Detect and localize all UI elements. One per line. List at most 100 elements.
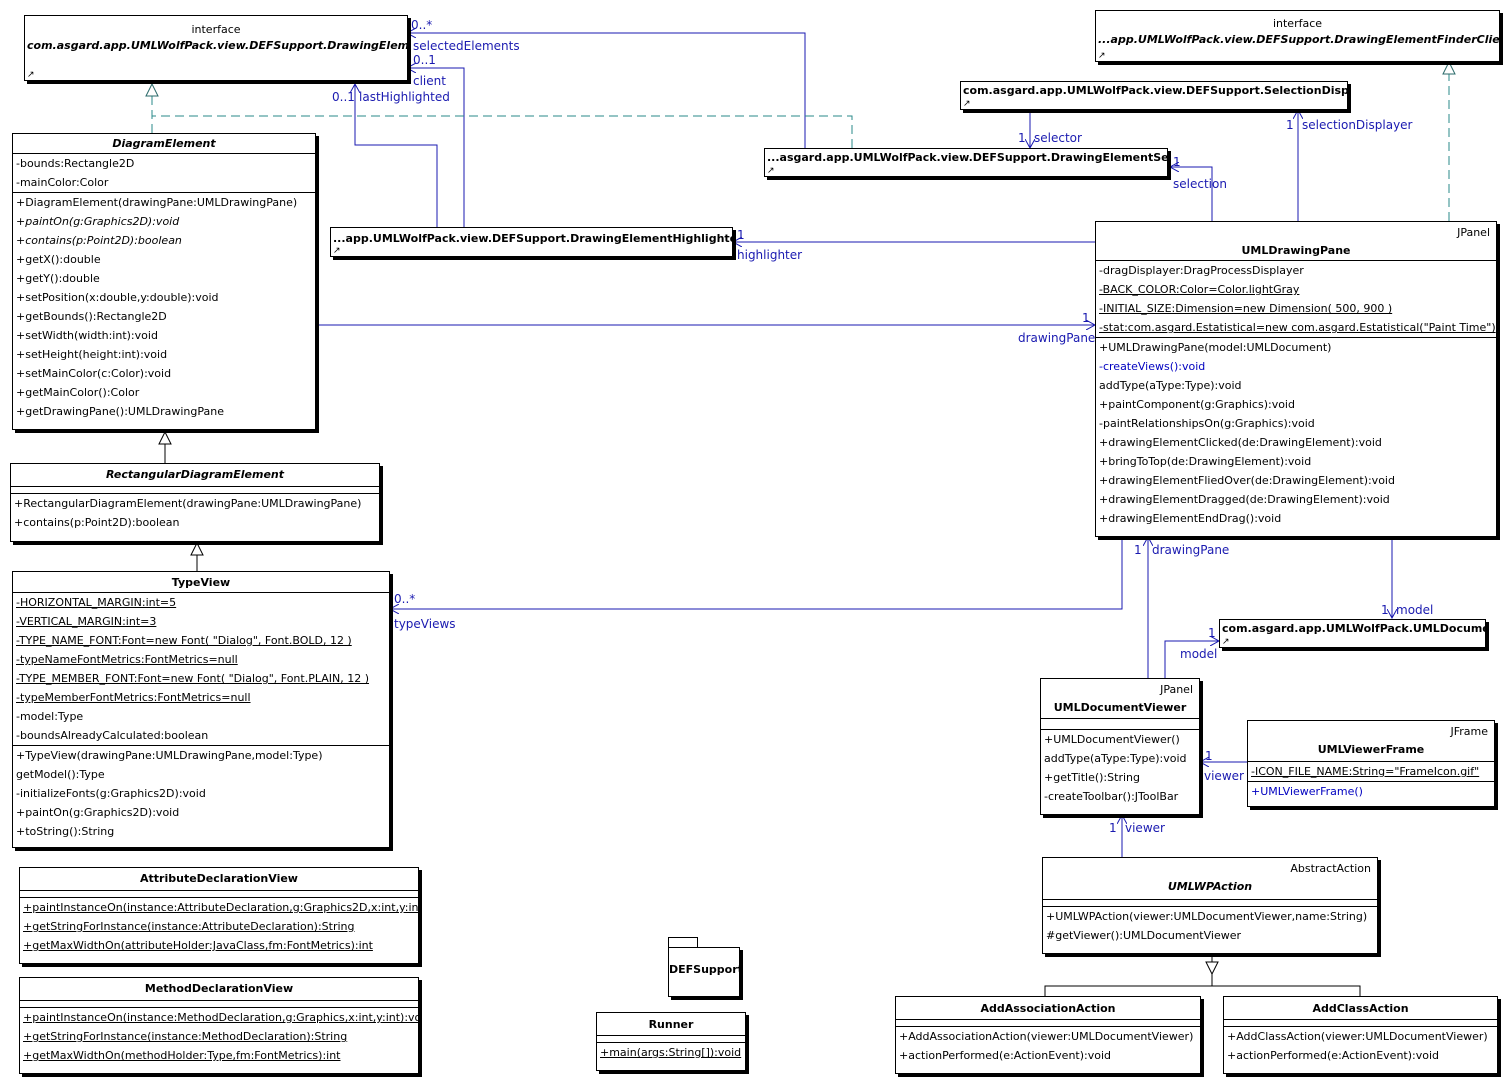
operations-section: +UMLWPAction(viewer:UMLDocumentViewer,na… bbox=[1043, 907, 1377, 945]
role-label: selection bbox=[1173, 177, 1227, 191]
class-name: ...asgard.app.UMLWolfPack.view.DEFSuppor… bbox=[767, 151, 1168, 164]
stereotype-label: interface bbox=[191, 23, 241, 36]
multiplicity-label: 1 bbox=[1381, 603, 1389, 617]
assoc-type-views-line bbox=[390, 537, 1123, 609]
multiplicity-label: 0..* bbox=[394, 592, 416, 606]
class-add-class-action[interactable]: AddClassAction +AddClassAction(viewer:UM… bbox=[1223, 996, 1498, 1074]
operation: +AddAssociationAction(viewer:UMLDocument… bbox=[899, 1030, 1194, 1043]
class-method-declaration-view[interactable]: MethodDeclarationView +paintInstanceOn(i… bbox=[19, 977, 419, 1074]
class-selection-displayer[interactable]: com.asgard.app.UMLWolfPack.view.DEFSuppo… bbox=[960, 81, 1348, 110]
assoc-last-highlighted-line bbox=[355, 84, 438, 227]
link-icon: ↗ bbox=[1222, 637, 1230, 647]
role-label: drawingPane bbox=[1018, 331, 1096, 345]
operation: addType(aType:Type):void bbox=[1099, 379, 1242, 392]
attribute: -mainColor:Color bbox=[16, 176, 109, 189]
operations-section: +main(args:String[]):void bbox=[597, 1043, 745, 1062]
class-umlwp-action[interactable]: AbstractAction UMLWPAction +UMLWPAction(… bbox=[1042, 857, 1378, 954]
role-label: model bbox=[1396, 603, 1434, 617]
operation: +AddClassAction(viewer:UMLDocumentViewer… bbox=[1227, 1030, 1488, 1043]
operation: +DiagramElement(drawingPane:UMLDrawingPa… bbox=[16, 196, 298, 209]
link-icon: ↗ bbox=[963, 99, 971, 109]
class-name: UMLDocumentViewer bbox=[1053, 701, 1187, 714]
assoc-selected-elements-line bbox=[407, 33, 806, 150]
operation: -paintRelationshipsOn(g:Graphics):void bbox=[1099, 417, 1315, 430]
operation: +getDrawingPane():UMLDrawingPane bbox=[16, 405, 224, 418]
class-name: TypeView bbox=[171, 576, 231, 589]
operation: +UMLViewerFrame() bbox=[1251, 785, 1363, 798]
class-finder-client[interactable]: interface ...app.UMLWolfPack.view.DEFSup… bbox=[1095, 10, 1500, 62]
operation: +toString():String bbox=[16, 825, 115, 838]
link-icon: ↗ bbox=[767, 166, 775, 176]
operation: +paintOn(g:Graphics2D):void bbox=[16, 806, 180, 819]
link-icon: ↗ bbox=[333, 246, 341, 256]
class-name: DiagramElement bbox=[112, 137, 216, 150]
operation: +getStringForInstance(instance:MethodDec… bbox=[23, 1030, 348, 1043]
class-drawing-element[interactable]: interface com.asgard.app.UMLWolfPack.vie… bbox=[24, 15, 408, 81]
attribute: -HORIZONTAL_MARGIN:int=5 bbox=[16, 596, 177, 609]
class-name: com.asgard.app.UMLWolfPack.UMLDocument bbox=[1222, 622, 1486, 635]
class-type-view[interactable]: TypeView -HORIZONTAL_MARGIN:int=5 -VERTI… bbox=[12, 571, 390, 848]
operation: getModel():Type bbox=[16, 768, 105, 781]
class-highlighter[interactable]: ...app.UMLWolfPack.view.DEFSupport.Drawi… bbox=[330, 227, 733, 257]
operation: +paintOn(g:Graphics2D):void bbox=[16, 215, 180, 228]
operation: +paintComponent(g:Graphics):void bbox=[1099, 398, 1295, 411]
multiplicity-label: 0..1 bbox=[332, 90, 355, 104]
multiplicity-label: 1 bbox=[1018, 131, 1026, 145]
class-runner[interactable]: Runner +main(args:String[]):void bbox=[596, 1012, 746, 1071]
class-uml-viewer-frame[interactable]: JFrame UMLViewerFrame -ICON_FILE_NAME:St… bbox=[1247, 720, 1495, 807]
operation: +drawingElementClicked(de:DrawingElement… bbox=[1099, 436, 1382, 449]
multiplicity-label: 1 bbox=[1286, 118, 1294, 132]
operation: +getMaxWidthOn(methodHolder:Type,fm:Font… bbox=[23, 1049, 341, 1062]
operation: +setHeight(height:int):void bbox=[16, 348, 168, 361]
operation: +getX():double bbox=[16, 253, 101, 266]
multiplicity-label: 1 bbox=[1134, 543, 1142, 557]
operation: +getMaxWidthOn(attributeHolder:JavaClass… bbox=[23, 939, 373, 952]
stereotype-label: AbstractAction bbox=[1290, 862, 1371, 875]
class-attribute-declaration-view[interactable]: AttributeDeclarationView +paintInstanceO… bbox=[19, 867, 419, 964]
multiplicity-label: 1 bbox=[1173, 155, 1181, 169]
multiplicity-label: 0..1 bbox=[413, 53, 436, 67]
class-name: ...app.UMLWolfPack.view.DEFSupport.Drawi… bbox=[333, 232, 733, 245]
operation: +setMainColor(c:Color):void bbox=[16, 367, 172, 380]
role-label: drawingPane bbox=[1152, 543, 1230, 557]
class-diagram-element[interactable]: DiagramElement -bounds:Rectangle2D -main… bbox=[12, 133, 316, 430]
class-uml-drawing-pane[interactable]: JPanel UMLDrawingPane -dragDisplayer:Dra… bbox=[1095, 221, 1497, 537]
operation: #getViewer():UMLDocumentViewer bbox=[1046, 929, 1242, 942]
role-label: viewer bbox=[1204, 769, 1244, 783]
attribute: -boundsAlreadyCalculated:boolean bbox=[16, 729, 209, 742]
stereotype-label: interface bbox=[1272, 17, 1323, 30]
operations-section: +AddAssociationAction(viewer:UMLDocument… bbox=[896, 1027, 1200, 1065]
operations-section: +paintInstanceOn(instance:MethodDeclarat… bbox=[20, 1008, 418, 1065]
operation: +RectangularDiagramElement(drawingPane:U… bbox=[14, 497, 362, 510]
attributes-section bbox=[1224, 1020, 1497, 1027]
class-add-association-action[interactable]: AddAssociationAction +AddAssociationActi… bbox=[895, 996, 1201, 1074]
class-rectangular-diagram-element[interactable]: RectangularDiagramElement +RectangularDi… bbox=[10, 463, 380, 542]
role-label: model bbox=[1180, 647, 1218, 661]
role-label: selector bbox=[1034, 131, 1082, 145]
class-drawing-element-selection[interactable]: ...asgard.app.UMLWolfPack.view.DEFSuppor… bbox=[764, 148, 1168, 177]
attributes-section: -bounds:Rectangle2D -mainColor:Color bbox=[13, 154, 315, 193]
package-defsupport[interactable]: DEFSupport bbox=[668, 947, 743, 997]
class-uml-document-viewer[interactable]: JPanel UMLDocumentViewer +UMLDocumentVie… bbox=[1040, 678, 1200, 815]
multiplicity-label: 1 bbox=[1208, 626, 1216, 640]
class-name: AddAssociationAction bbox=[980, 1002, 1116, 1015]
class-name: AddClassAction bbox=[1312, 1002, 1409, 1015]
operations-section: +UMLDrawingPane(model:UMLDocument) -crea… bbox=[1096, 338, 1496, 528]
operation: +actionPerformed(e:ActionEvent):void bbox=[1227, 1049, 1440, 1062]
class-name: RectangularDiagramElement bbox=[105, 468, 284, 481]
role-label: viewer bbox=[1125, 821, 1165, 835]
attribute: -ICON_FILE_NAME:String="FrameIcon.gif" bbox=[1251, 765, 1480, 778]
operation: +setPosition(x:double,y:double):void bbox=[16, 291, 219, 304]
operations-section: +AddClassAction(viewer:UMLDocumentViewer… bbox=[1224, 1027, 1497, 1065]
class-uml-document[interactable]: com.asgard.app.UMLWolfPack.UMLDocument ↗ bbox=[1219, 619, 1486, 648]
attributes-section bbox=[1041, 719, 1199, 730]
link-icon: ↗ bbox=[27, 70, 35, 80]
attribute: -TYPE_NAME_FONT:Font=new Font( "Dialog",… bbox=[16, 634, 352, 647]
attribute: -VERTICAL_MARGIN:int=3 bbox=[16, 615, 157, 628]
realization-selection-line bbox=[152, 115, 853, 148]
attributes-section bbox=[20, 1001, 418, 1008]
class-name: MethodDeclarationView bbox=[144, 982, 294, 995]
link-icon: ↗ bbox=[1098, 51, 1106, 61]
attribute: -model:Type bbox=[16, 710, 84, 723]
attribute: -typeNameFontMetrics:FontMetrics=null bbox=[16, 653, 238, 666]
